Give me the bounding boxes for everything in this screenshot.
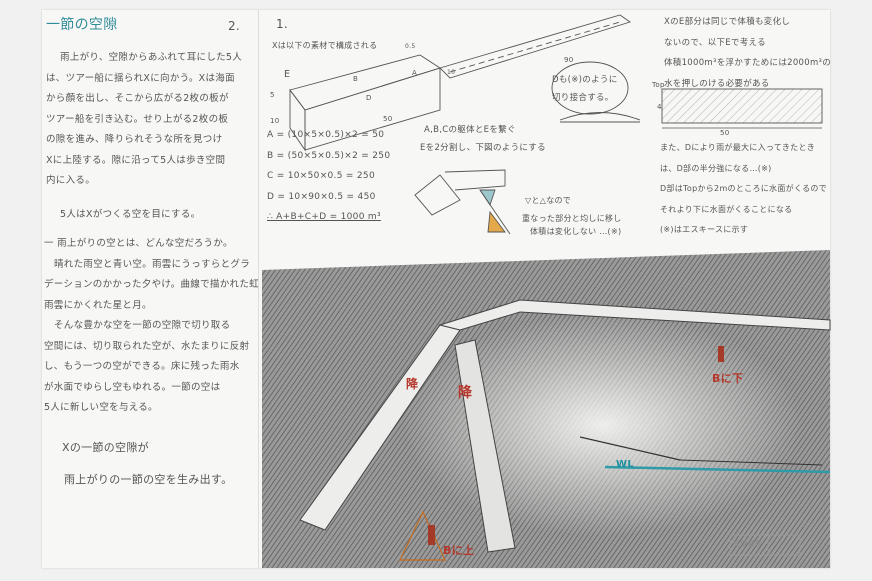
closing-line-2: 雨上がりの一節の空を生み出す。 — [64, 473, 233, 486]
perspective-sketch — [262, 250, 831, 568]
label-length-50: 50 — [383, 115, 393, 123]
label-go-up: Bに上 — [443, 544, 475, 557]
label-depth: 4 — [657, 103, 662, 111]
plank-d — [439, 14, 632, 79]
label-a: A — [412, 69, 418, 77]
page-title: 一節の空隙 — [46, 17, 118, 33]
buoyancy-notes: XのE部分は同じで体積も変化しないので、以下Eで考える体積1000m³を浮かすた… — [664, 17, 832, 89]
sky-line: 5人はXがつくる空を目にする。 — [60, 209, 201, 220]
page-number: 2. — [228, 19, 241, 33]
label-b: B — [353, 75, 359, 83]
label-width: 10 — [270, 117, 280, 125]
water-level-notes: また、Dにより雨が最大に入ってきたときは、D部の半分強になる…(※)D部はTop… — [660, 143, 827, 234]
person-figure-icon — [718, 346, 724, 362]
d-note-1: Dも(※)のように — [552, 75, 618, 85]
label-length-90: 90 — [564, 56, 574, 64]
triangle-note-1: ▽と△なので — [525, 196, 572, 205]
triangle-note-2: 重なった部分と均しに移し — [522, 214, 622, 223]
page-divider — [258, 10, 259, 568]
box-isometric — [289, 14, 641, 152]
materials-intro: Xは以下の素材で構成される — [272, 41, 378, 50]
paragraph-story: 雨上がり、空隙からあふれて耳にした5人は、ツアー船に揺られXに向かう。Xは海面か… — [46, 52, 243, 186]
label-water-level: WL — [616, 459, 635, 470]
triangle-note-3: 体積は変化しない …(※) — [530, 227, 622, 236]
joint-diagram — [414, 169, 511, 235]
label-d: D — [366, 94, 372, 102]
label-descend-1: 降 — [406, 377, 419, 391]
exam-number-stamp — [729, 534, 801, 556]
stamp-label: 受験番号 — [733, 540, 763, 548]
d-note-2: 切り接合する。 — [552, 93, 614, 103]
label-length: 50 — [720, 129, 730, 137]
closing-line-1: Xの一節の空隙が — [62, 441, 149, 454]
label-width-d: 10 — [447, 69, 456, 76]
label-top: Top — [652, 81, 665, 89]
water-level-line — [604, 465, 831, 474]
join-note-1: A,B,Cの躯体とEを繋ぐ — [424, 125, 516, 135]
label-e: E — [284, 69, 291, 80]
person-figure-icon — [428, 525, 435, 545]
label-go-down: Bに下 — [712, 372, 744, 385]
join-note-2: Eを2分割し、下図のようにする — [420, 143, 546, 153]
label-height: 5 — [270, 91, 275, 99]
label-descend-2: 降 — [458, 385, 473, 401]
section-number: 1. — [276, 17, 289, 31]
rectangle-section-diagram — [661, 88, 823, 129]
label-thickness: 0.5 — [405, 43, 416, 50]
paragraph-sky: 一 雨上がりの空とは、どんな空だろうか。晴れた雨空と青い空。雨雲にうっすらとグラ… — [44, 238, 259, 413]
